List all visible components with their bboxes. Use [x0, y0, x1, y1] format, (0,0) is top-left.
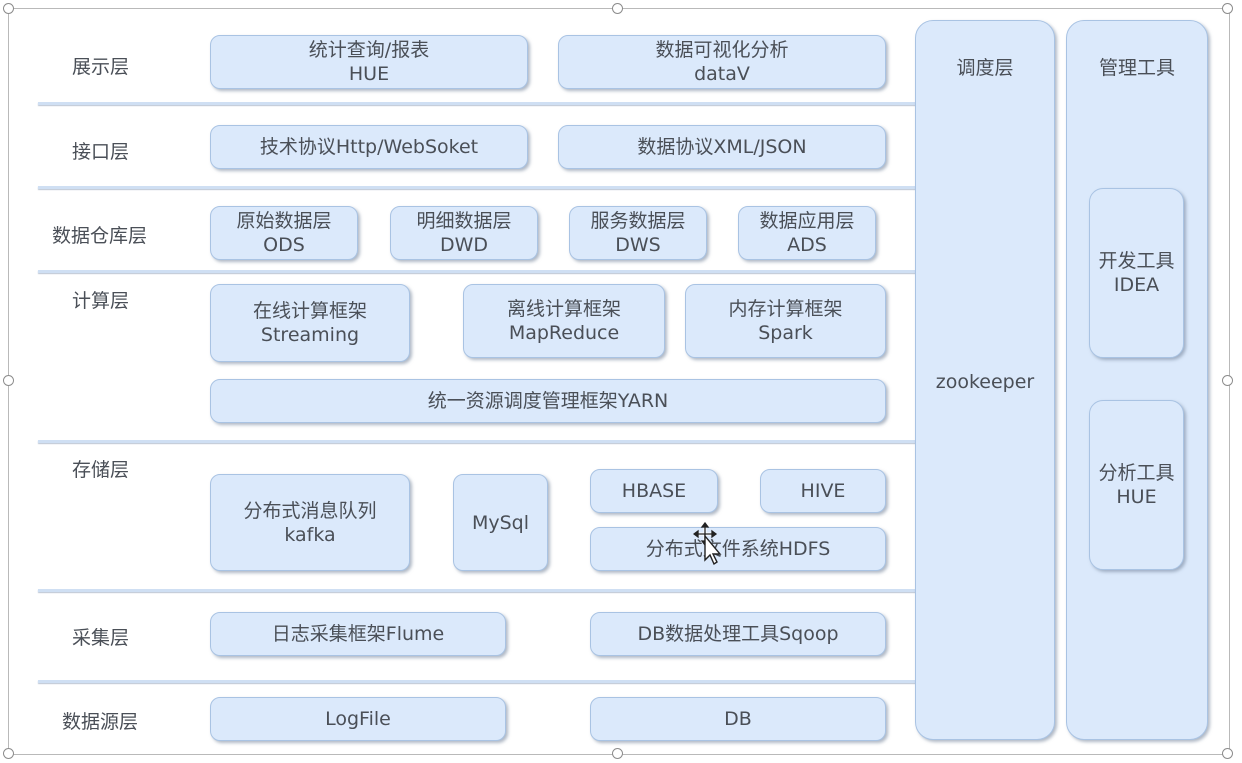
db-box[interactable]: DB	[590, 697, 886, 741]
dws-box[interactable]: 服务数据层 DWS	[569, 206, 707, 260]
mysql-box[interactable]: MySql	[453, 474, 548, 571]
scheduler-column[interactable]: 调度层 zookeeper	[915, 20, 1055, 740]
layer-separator	[38, 102, 916, 105]
dwd-title: 明细数据层	[416, 210, 512, 232]
sqoop-label: DB数据处理工具Sqoop	[637, 623, 839, 645]
db-label: DB	[724, 708, 752, 730]
streaming-title: 在线计算框架	[252, 300, 367, 322]
ods-box[interactable]: 原始数据层 ODS	[210, 206, 358, 260]
dws-code: DWS	[615, 234, 661, 256]
hbase-box[interactable]: HBASE	[590, 469, 718, 513]
hive-label: HIVE	[800, 480, 846, 502]
hdfs-box[interactable]: 分布式文件系统HDFS	[590, 527, 886, 571]
mapreduce-box[interactable]: 离线计算框架 MapReduce	[463, 284, 665, 358]
sqoop-box[interactable]: DB数据处理工具Sqoop	[590, 612, 886, 656]
layer-label-interface: 接口层	[72, 141, 130, 163]
dev-tool-title: 开发工具	[1098, 250, 1175, 272]
stats-report-box[interactable]: 统计查询/报表 HUE	[210, 35, 528, 89]
streaming-tool: Streaming	[260, 324, 360, 346]
data-protocol-box[interactable]: 数据协议XML/JSON	[558, 125, 886, 169]
resize-handle-bottom-center[interactable]	[612, 748, 623, 759]
layer-separator	[38, 589, 916, 592]
layer-label-warehouse: 数据仓库层	[52, 225, 148, 247]
data-protocol-label: 数据协议XML/JSON	[637, 136, 807, 158]
scheduler-title: 调度层	[956, 57, 1014, 79]
tech-protocol-label: 技术协议Http/WebSoket	[259, 136, 479, 158]
dwd-code: DWD	[439, 234, 489, 256]
management-column[interactable]: 管理工具	[1066, 20, 1208, 740]
stats-report-tool: HUE	[348, 63, 390, 85]
ods-title: 原始数据层	[236, 210, 332, 232]
layer-label-source: 数据源层	[62, 711, 139, 733]
analysis-tool-title: 分析工具	[1098, 462, 1175, 484]
dws-title: 服务数据层	[590, 210, 686, 232]
kafka-box[interactable]: 分布式消息队列 kafka	[210, 474, 410, 571]
hdfs-label: 分布式文件系统HDFS	[645, 538, 831, 560]
stats-report-title: 统计查询/报表	[308, 39, 430, 61]
spark-tool: Spark	[758, 322, 813, 344]
ads-box[interactable]: 数据应用层 ADS	[738, 206, 876, 260]
kafka-title: 分布式消息队列	[243, 499, 377, 522]
layer-label-compute: 计算层	[72, 290, 130, 312]
resize-handle-top-right[interactable]	[1222, 3, 1233, 14]
resize-handle-middle-left[interactable]	[3, 375, 14, 386]
layer-separator	[38, 186, 916, 189]
dev-tool-box[interactable]: 开发工具 IDEA	[1089, 188, 1184, 358]
spark-box[interactable]: 内存计算框架 Spark	[685, 284, 886, 358]
mysql-label: MySql	[471, 511, 530, 534]
dwd-box[interactable]: 明细数据层 DWD	[390, 206, 538, 260]
data-visualization-title: 数据可视化分析	[655, 39, 789, 61]
kafka-tool: kafka	[284, 523, 336, 546]
dev-tool-name: IDEA	[1113, 274, 1160, 296]
flume-box[interactable]: 日志采集框架Flume	[210, 612, 506, 656]
hive-box[interactable]: HIVE	[760, 469, 886, 513]
layer-label-storage: 存储层	[72, 459, 130, 481]
mapreduce-tool: MapReduce	[508, 322, 620, 344]
logfile-label: LogFile	[325, 708, 391, 730]
tech-protocol-box[interactable]: 技术协议Http/WebSoket	[210, 125, 528, 169]
resize-handle-top-left[interactable]	[3, 3, 14, 14]
spark-title: 内存计算框架	[728, 298, 843, 320]
ads-title: 数据应用层	[759, 210, 855, 232]
yarn-label: 统一资源调度管理框架YARN	[427, 390, 669, 412]
scheduler-zookeeper: zookeeper	[935, 371, 1035, 393]
layer-label-collect: 采集层	[72, 627, 130, 649]
layer-separator	[38, 270, 916, 273]
flume-label: 日志采集框架Flume	[271, 623, 445, 645]
ods-code: ODS	[263, 234, 305, 256]
analysis-tool-name: HUE	[1116, 486, 1157, 508]
data-visualization-tool: dataV	[694, 63, 750, 85]
yarn-box[interactable]: 统一资源调度管理框架YARN	[210, 379, 886, 423]
move-cursor-icon	[693, 522, 722, 566]
logfile-box[interactable]: LogFile	[210, 697, 506, 741]
layer-separator	[38, 440, 916, 443]
resize-handle-bottom-left[interactable]	[3, 748, 14, 759]
mapreduce-title: 离线计算框架	[506, 298, 621, 320]
ads-code: ADS	[787, 234, 827, 256]
resize-handle-middle-right[interactable]	[1222, 375, 1233, 386]
data-visualization-box[interactable]: 数据可视化分析 dataV	[558, 35, 886, 89]
hbase-label: HBASE	[621, 480, 687, 502]
resize-handle-top-center[interactable]	[612, 3, 623, 14]
layer-label-presentation: 展示层	[72, 56, 130, 78]
resize-handle-bottom-right[interactable]	[1222, 748, 1233, 759]
analysis-tool-box[interactable]: 分析工具 HUE	[1089, 400, 1184, 570]
streaming-box[interactable]: 在线计算框架 Streaming	[210, 284, 410, 362]
layer-separator	[38, 680, 916, 683]
management-title: 管理工具	[1098, 57, 1175, 79]
